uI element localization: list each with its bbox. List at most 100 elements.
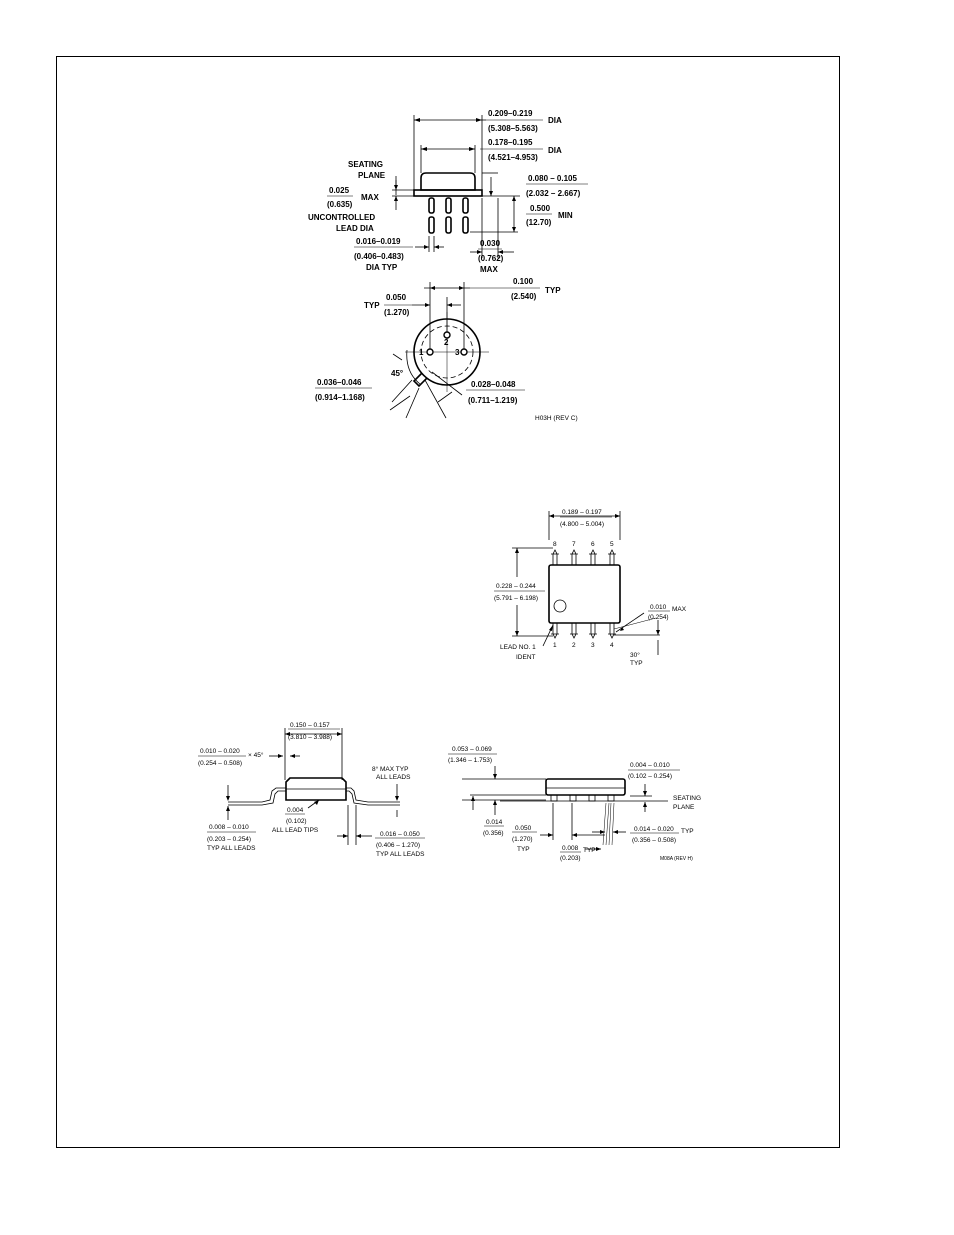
right-lead xyxy=(346,787,400,803)
seating-plane-1: SEATING xyxy=(348,160,383,169)
dim-flange-mm: (0.762) xyxy=(478,254,504,263)
dim-tab-w: 0.036–0.046 xyxy=(317,378,362,387)
side-dim-chamfer-mm: (0.254 – 0.508) xyxy=(198,760,242,767)
pin-2-label: 2 xyxy=(444,338,449,347)
so8-end-view: 0.150 – 0.157 (3.810 – 3.988) 0.010 – 0.… xyxy=(198,722,425,858)
pin-1-label: 1 xyxy=(419,348,424,357)
dim-outer-dia: 0.209–0.219 xyxy=(488,109,533,118)
max-label-1: MAX xyxy=(361,193,379,202)
uncontrolled-2: LEAD DIA xyxy=(336,224,374,233)
so8-dim-width: 0.228 – 0.244 xyxy=(496,583,536,590)
dim-pin-spacing: 0.050 xyxy=(386,293,407,302)
dim-lead-len: 0.500 xyxy=(530,204,551,213)
so8-max-label: MAX xyxy=(672,606,687,613)
front-dim-008: 0.008 xyxy=(562,845,579,852)
pin-3-label: 3 xyxy=(455,348,460,357)
dim-seat-max-mm: (0.635) xyxy=(327,200,353,209)
front-dim-pitch: 0.050 xyxy=(515,825,532,832)
so8-drawing-id: M08A (REV H) xyxy=(660,856,693,862)
to-package-bottom-view: 0.100 (2.540) TYP 0.050 (1.270) TYP 1 2 … xyxy=(315,277,578,422)
pin-hole-1 xyxy=(426,348,434,356)
so8-body xyxy=(548,564,621,624)
so8-top-view: 0.189 – 0.197 (4.800 – 5.004) 8 7 6 5 1 … xyxy=(494,509,687,667)
front-pitch-typ: TYP xyxy=(517,846,530,853)
typ-all-leads-2: TYP ALL LEADS xyxy=(376,851,425,858)
lead-ident-1: LEAD NO. 1 xyxy=(500,644,536,651)
so8-dim-length-mm: (4.800 – 5.004) xyxy=(560,521,604,528)
side-dim-004: 0.004 xyxy=(287,807,304,814)
dia-label-1: DIA xyxy=(548,116,562,125)
dim-lead-dia: 0.016–0.019 xyxy=(356,237,401,246)
dim-tab-l: 0.028–0.048 xyxy=(471,380,516,389)
dim-lead-dia-mm: (0.406–0.483) xyxy=(354,252,404,261)
front-dim-014: 0.014 xyxy=(486,819,503,826)
so8-front-body xyxy=(545,778,626,796)
pin1-dot xyxy=(553,599,567,613)
front-dim-pitch-mm: (1.270) xyxy=(512,836,533,843)
front-dim-height-mm: (1.346 – 1.753) xyxy=(448,757,492,764)
so8-dim-010: 0.010 xyxy=(650,604,667,611)
side-dim-body-w: 0.150 – 0.157 xyxy=(290,722,330,729)
so8-dim-width-mm: (5.791 – 6.198) xyxy=(494,595,538,602)
front-seating-2: PLANE xyxy=(673,804,695,811)
side-dim-004-mm: (0.102) xyxy=(286,818,307,825)
lead-3-lower xyxy=(462,216,469,234)
front-typ-008: TYP xyxy=(583,847,596,854)
front-dim-standoff-mm: (0.102 – 0.254) xyxy=(628,773,672,780)
typ-all-leads-1: TYP ALL LEADS xyxy=(207,845,256,852)
index-tab xyxy=(412,372,428,388)
dia-label-2: DIA xyxy=(548,146,562,155)
dim-outer-dia-mm: (5.308–5.563) xyxy=(488,124,538,133)
side-chamfer-x45: × 45° xyxy=(248,751,264,759)
to-package-side-view: 0.209–0.219 (5.308–5.563) DIA 0.178–0.19… xyxy=(308,109,588,274)
angle-45: 45° xyxy=(391,369,403,378)
all-lead-tips: ALL LEAD TIPS xyxy=(272,827,319,834)
pin-label-1: 1 xyxy=(553,642,557,649)
lead-ident-2: IDENT xyxy=(516,654,536,661)
pin-label-4: 4 xyxy=(610,642,614,649)
front-lead-w-typ: TYP xyxy=(681,828,694,835)
so8-dim-length: 0.189 – 0.197 xyxy=(562,509,602,516)
dim-flange: 0.030 xyxy=(480,239,501,248)
angle-arc xyxy=(406,349,421,385)
front-dim-lead-w-mm: (0.356 – 0.508) xyxy=(632,837,676,844)
dim-height: 0.080 – 0.105 xyxy=(528,174,577,183)
so8-front-view: 0.053 – 0.069 (1.346 – 1.753) SEATING PL… xyxy=(448,746,701,862)
side-angle-8-1: 8° MAX TYP xyxy=(372,765,408,773)
side-dim-thk: 0.008 – 0.010 xyxy=(209,824,249,831)
front-dim-standoff: 0.004 – 0.010 xyxy=(630,762,670,769)
dim-seat-max: 0.025 xyxy=(329,186,350,195)
dim-tab-l-mm: (0.711–1.219) xyxy=(468,396,518,405)
side-dim-body-w-mm: (3.810 – 3.988) xyxy=(288,734,332,741)
pin-hole-2 xyxy=(443,331,451,339)
dia-typ: DIA TYP xyxy=(366,263,398,272)
side-dim-chamfer: 0.010 – 0.020 xyxy=(200,748,240,755)
side-dim-thk-mm: (0.203 – 0.254) xyxy=(207,836,251,843)
dim-body-dia-mm: (4.521–4.953) xyxy=(488,153,538,162)
lead-3 xyxy=(462,197,469,214)
front-dim-014-mm: (0.356) xyxy=(483,830,504,837)
max-label-2: MAX xyxy=(480,265,498,274)
pin-label-7: 7 xyxy=(572,541,576,548)
side-dim-foot: 0.016 – 0.050 xyxy=(380,831,420,838)
typ-right: TYP xyxy=(545,286,561,295)
front-dim-lead-w: 0.014 – 0.020 xyxy=(634,826,674,833)
so8-bottom-pins: 1 2 3 4 xyxy=(551,623,616,649)
pin-hole-3 xyxy=(460,348,468,356)
uncontrolled-1: UNCONTROLLED xyxy=(308,213,375,222)
dim-height-mm: (2.032 – 2.667) xyxy=(526,189,581,198)
to-drawing-id: H03H (REV C) xyxy=(535,415,578,422)
dim-pin-spacing-mm: (1.270) xyxy=(384,308,410,317)
lead-1 xyxy=(428,197,435,214)
pin-label-3: 3 xyxy=(591,642,595,649)
can-flange xyxy=(413,189,483,197)
so8-dim-010-mm: (0.254) xyxy=(648,614,669,621)
seating-plane-2: PLANE xyxy=(358,171,386,180)
dim-tab-w-mm: (0.914–1.168) xyxy=(315,393,365,402)
front-seating-1: SEATING xyxy=(673,795,701,802)
so8-angle-typ: TYP xyxy=(630,660,643,667)
pin-label-6: 6 xyxy=(591,541,595,548)
so8-end-body xyxy=(285,777,347,801)
side-dim-foot-mm: (0.406 – 1.270) xyxy=(376,842,420,849)
can-body xyxy=(420,172,476,191)
